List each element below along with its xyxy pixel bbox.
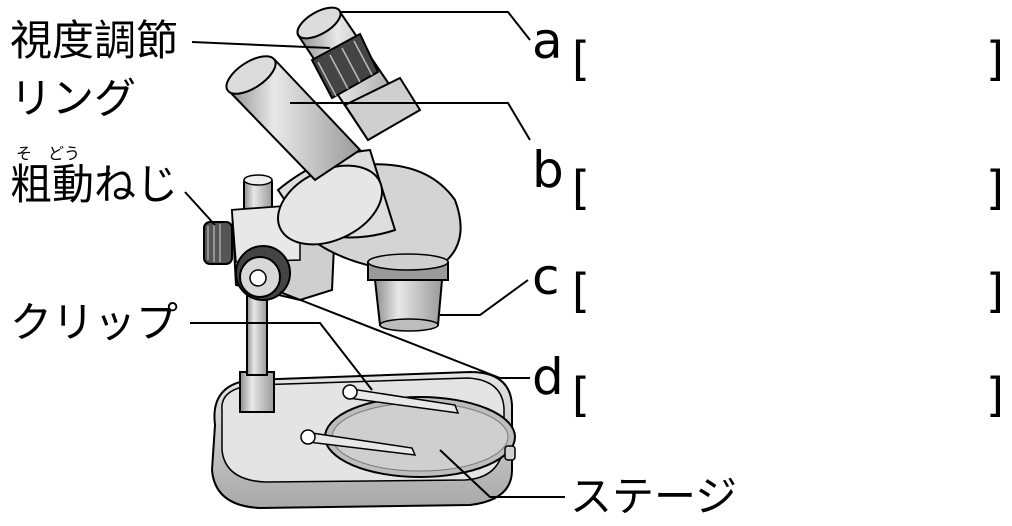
leader-d (279, 291, 530, 379)
answer-open-bracket-b: [ (572, 161, 590, 215)
answer-open-bracket-d: [ (572, 368, 590, 422)
eyepiece-tube-b (225, 55, 362, 182)
clip-label: クリップ (10, 298, 179, 347)
answer-box-b[interactable] (600, 165, 980, 211)
answer-letter-d: d (532, 348, 564, 406)
answer-box-a[interactable] (600, 36, 980, 82)
answer-box-d[interactable] (600, 372, 980, 418)
eyepiece-tube-a (296, 6, 422, 142)
leader-stage (439, 449, 565, 498)
coarse-knob-d (235, 245, 291, 301)
answer-letter-c: c (532, 248, 560, 306)
leader-coarse-knob (184, 191, 216, 226)
coarse-knob-label: 粗動ねじ (10, 160, 179, 209)
eyepiece-ring-label-line2: リング (10, 74, 137, 123)
answer-open-bracket-c: [ (572, 264, 590, 318)
answer-close-bracket-d: ] (986, 368, 1004, 422)
eyepiece-ring-label-line1: 視度調節 (10, 16, 179, 65)
answer-close-bracket-b: ] (986, 161, 1004, 215)
answer-letter-b: b (532, 141, 564, 199)
leader-c (440, 279, 529, 316)
leader-clip (190, 322, 373, 391)
answer-close-bracket-c: ] (986, 264, 1004, 318)
coarse-knob-ruby: そ どう (16, 144, 81, 163)
objective-lens (367, 253, 449, 332)
leader-a (340, 11, 531, 41)
answer-open-bracket-a: [ (572, 32, 590, 86)
answer-close-bracket-a: ] (986, 32, 1004, 86)
leader-eyepiece-ring (191, 41, 331, 49)
leader-b (290, 102, 531, 141)
leader-lines (184, 11, 565, 498)
stage-label: ステージ (570, 472, 738, 521)
answer-letter-a: a (532, 12, 563, 70)
answer-box-c[interactable] (600, 268, 980, 314)
coarse-knob-left (203, 221, 233, 265)
clips (300, 384, 460, 456)
